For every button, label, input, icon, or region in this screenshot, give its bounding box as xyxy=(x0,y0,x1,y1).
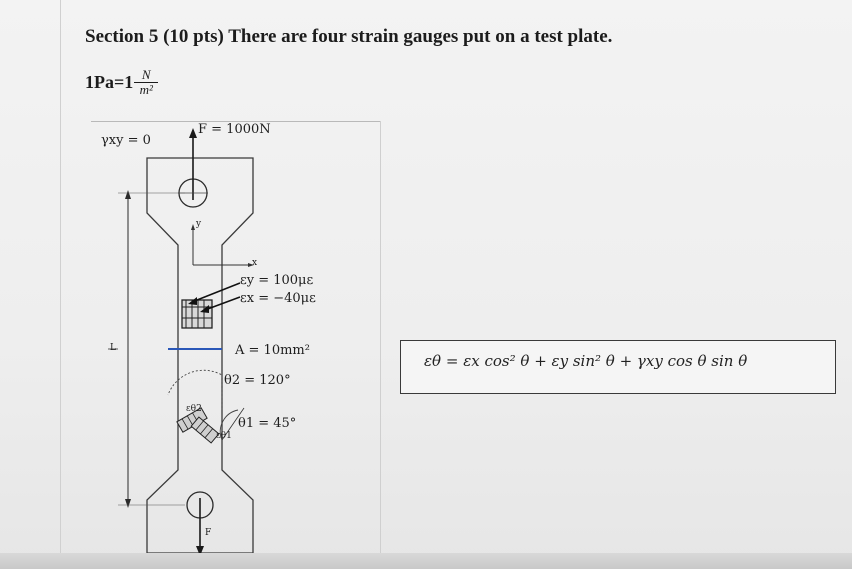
unit-numerator: N xyxy=(141,67,151,82)
fraction-bar xyxy=(134,82,159,84)
formula-term3: γxy cos θ sin θ xyxy=(636,352,748,370)
formula-plus1: + xyxy=(529,352,552,370)
unit-denominator: m² xyxy=(139,82,153,98)
length-label: L xyxy=(110,343,116,353)
eps-x-label: εx = −40με xyxy=(240,291,316,306)
axis-x-label: x xyxy=(252,258,258,268)
gauge2-label: εθ2 xyxy=(186,404,202,414)
section-title: Section 5 (10 pts) There are four strain… xyxy=(85,26,613,47)
shear-strain-label: γxy = 0 xyxy=(101,133,151,148)
unit-fraction: N m² xyxy=(134,67,159,98)
leader-eps-x xyxy=(204,296,241,311)
formula-term2: εy sin² θ xyxy=(551,352,615,370)
formula-plus2: + xyxy=(614,352,637,370)
theta1-arc xyxy=(219,409,239,441)
formula-equals: = xyxy=(441,352,464,370)
page-margin-line xyxy=(60,0,61,569)
unit-prefix: 1Pa=1 xyxy=(85,72,134,93)
force-arrow-head xyxy=(189,128,197,138)
theta1-label: θ1 = 45° xyxy=(238,416,297,431)
theta2-label: θ2 = 120° xyxy=(224,373,291,388)
column-divider xyxy=(380,121,381,553)
unit-definition: 1Pa=1 N m² xyxy=(85,67,159,98)
bottom-force-label: F xyxy=(205,528,212,538)
formula-box xyxy=(400,340,836,394)
axis-y-label: y xyxy=(196,219,202,229)
gauge-theta1 xyxy=(190,416,220,444)
bottom-bezel xyxy=(0,553,852,569)
gauge1-label: εθ1 xyxy=(216,431,232,441)
formula-lhs: εθ xyxy=(424,352,442,370)
eps-y-label: εy = 100με xyxy=(240,273,314,288)
strain-transformation-formula: εθ = εx cos² θ + εy sin² θ + γxy cos θ s… xyxy=(424,352,747,370)
leader-eps-y xyxy=(191,282,241,303)
formula-term1: εx cos² θ xyxy=(463,352,530,370)
area-label: A = 10mm² xyxy=(235,343,310,358)
theta2-arc xyxy=(167,369,223,410)
force-label: F = 1000N xyxy=(198,122,271,137)
bottom-force-arrow-head xyxy=(196,546,204,556)
